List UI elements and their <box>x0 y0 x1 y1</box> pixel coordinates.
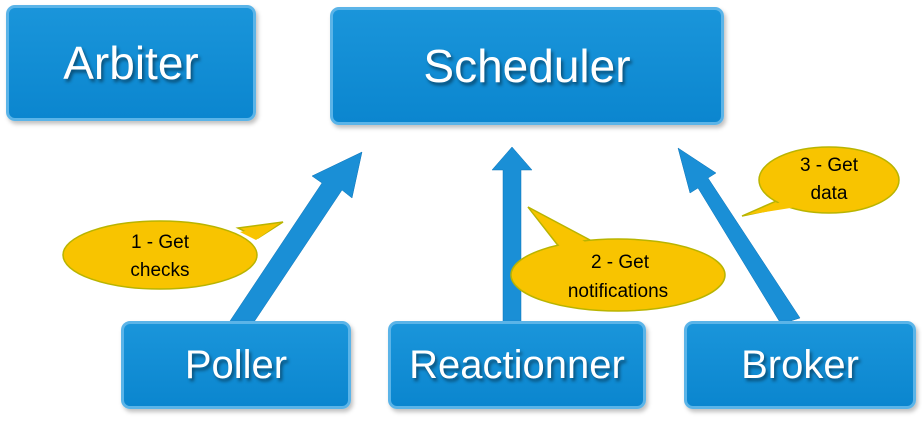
arrow-reactionner-to-scheduler <box>491 146 533 323</box>
reactionner-label: Reactionner <box>409 342 625 387</box>
arbiter-label: Arbiter <box>63 37 199 89</box>
callout-get-data-line1: 3 - Get <box>800 155 859 176</box>
callout-get-notifications-line2: notifications <box>568 281 668 302</box>
poller-box: Poller <box>121 321 351 409</box>
callout-get-data: 3 - Get data <box>741 146 900 217</box>
callout-get-data-line2: data <box>811 183 848 204</box>
callout-get-checks: 1 - Get checks <box>62 220 284 290</box>
callout-get-notifications: 2 - Get notifications <box>510 206 726 312</box>
scheduler-label: Scheduler <box>423 40 631 92</box>
arbiter-box: Arbiter <box>6 5 256 121</box>
callout-get-notifications-line1: 2 - Get <box>591 252 650 273</box>
scheduler-box: Scheduler <box>330 7 724 125</box>
broker-box: Broker <box>684 321 916 409</box>
callout-get-checks-line1: 1 - Get <box>131 232 190 253</box>
arrow-broker-to-scheduler <box>677 147 801 325</box>
arrow-poller-to-scheduler <box>227 151 363 332</box>
reactionner-box: Reactionner <box>388 321 646 409</box>
broker-label: Broker <box>741 342 859 387</box>
poller-label: Poller <box>184 342 288 387</box>
callout-get-checks-line2: checks <box>130 260 189 281</box>
